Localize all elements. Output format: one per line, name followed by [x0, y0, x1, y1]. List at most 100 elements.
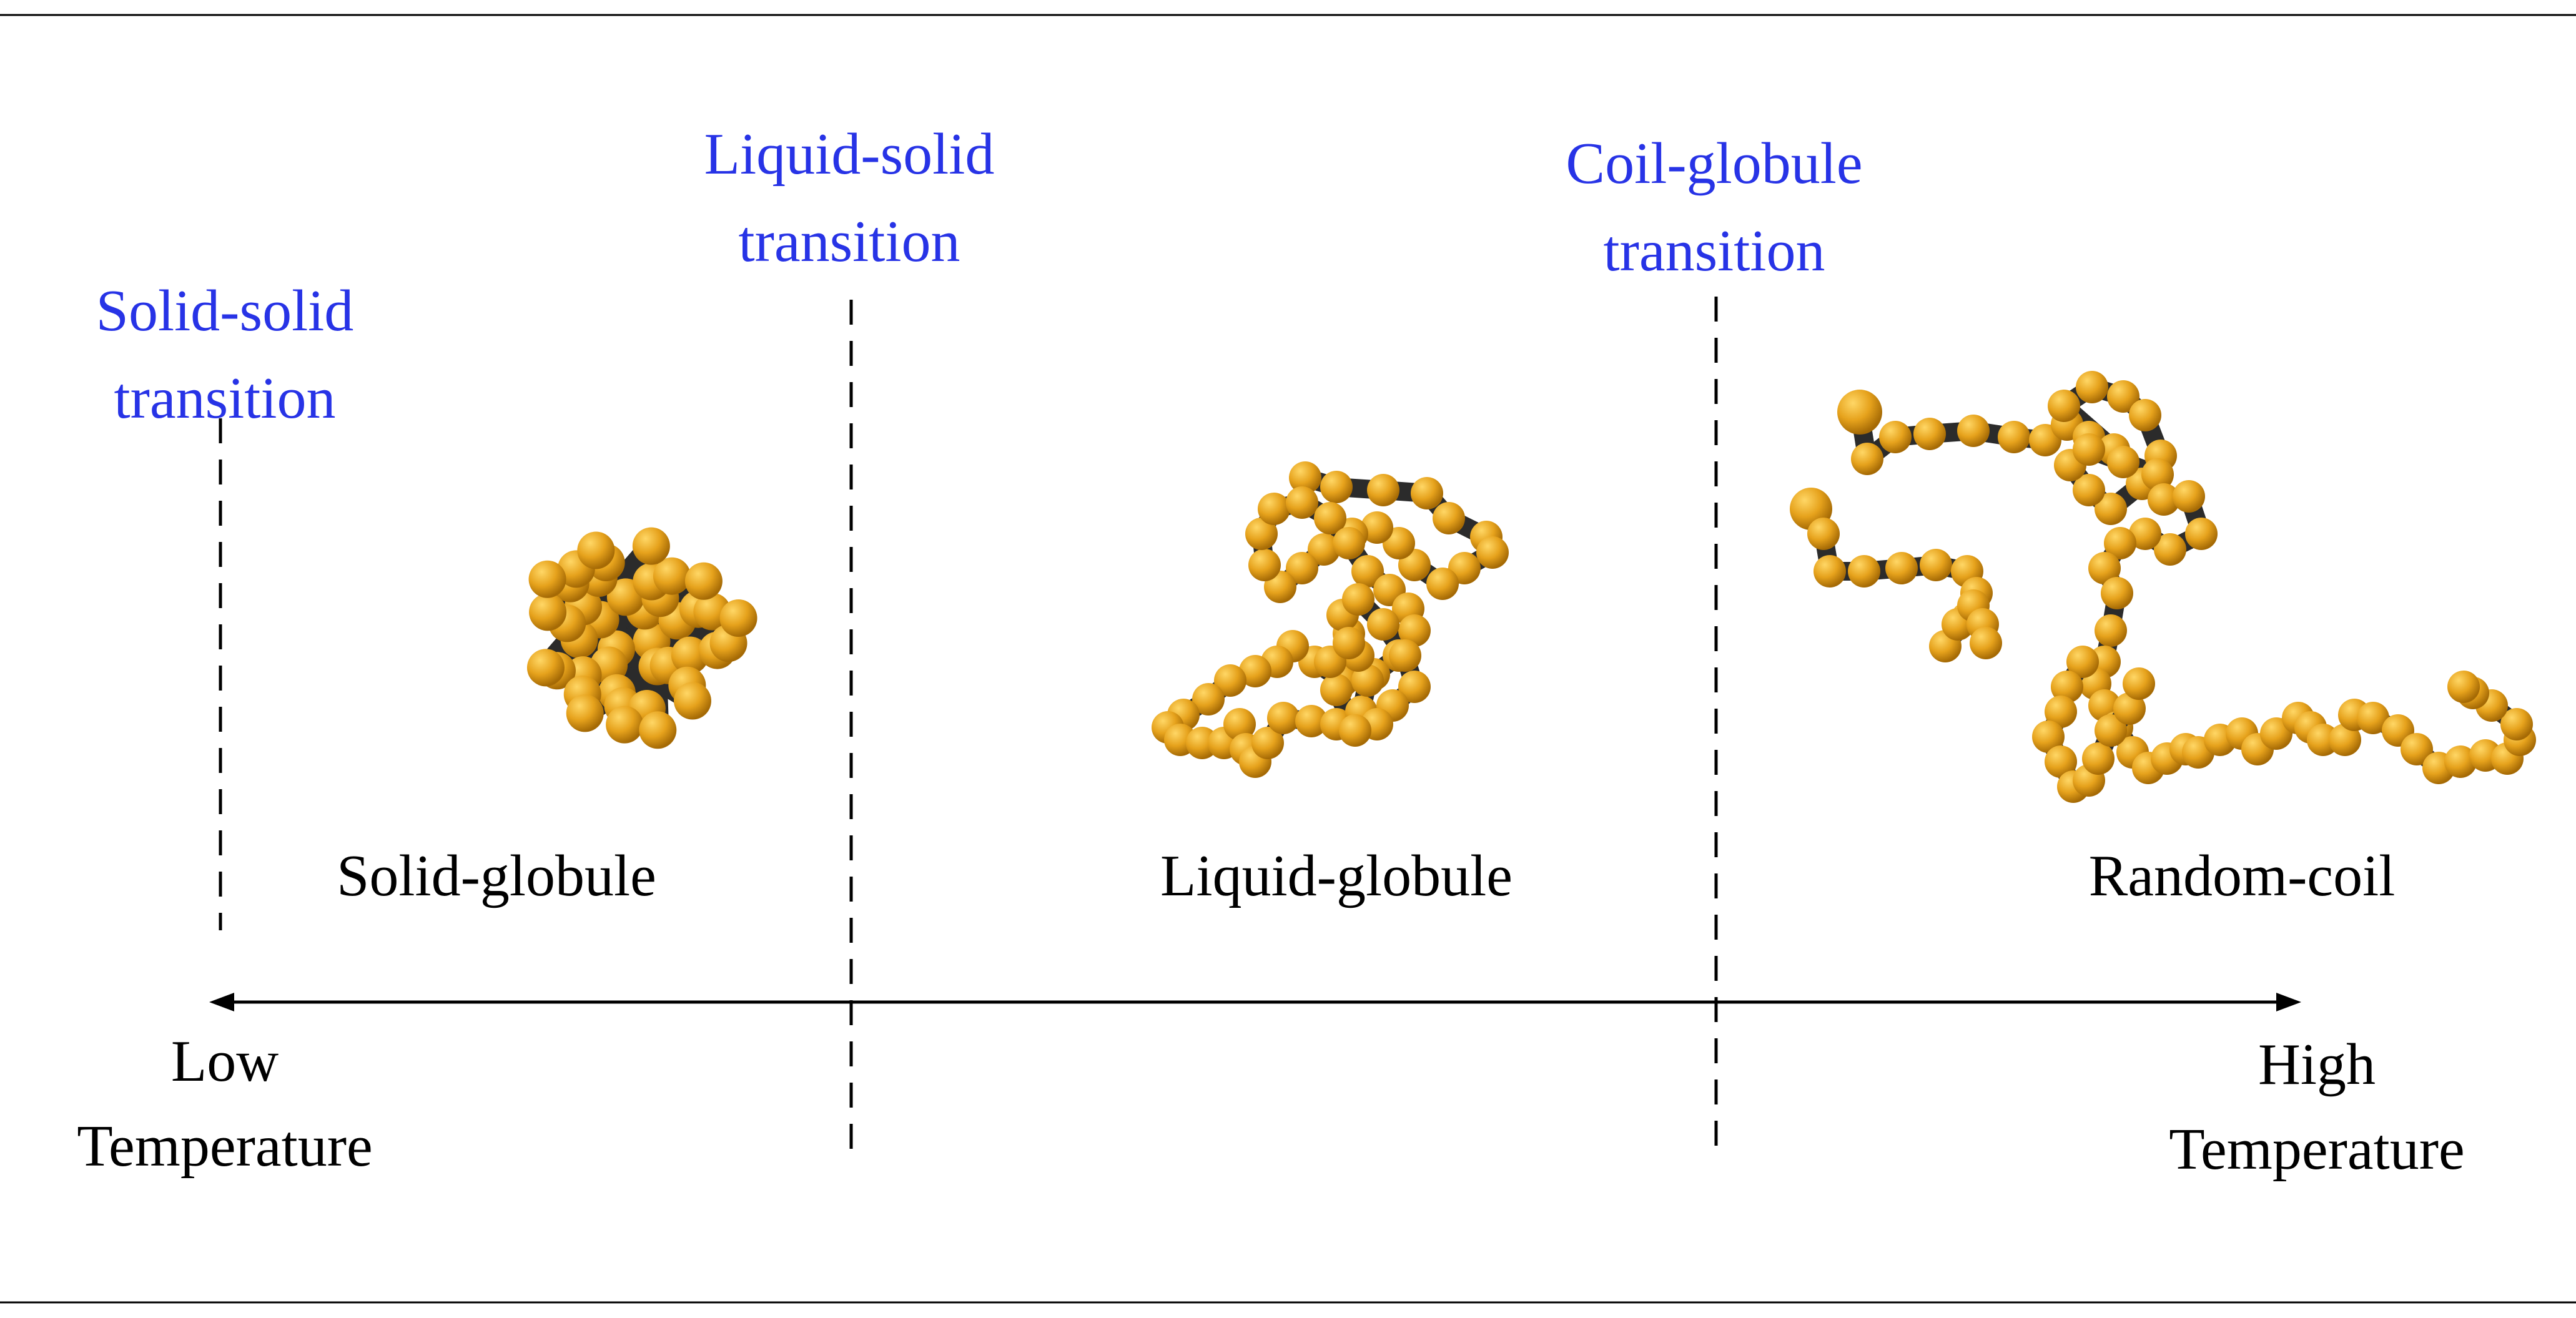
polymer-bead	[1426, 568, 1459, 600]
polymer-bead	[2148, 483, 2180, 516]
polymer-bead	[577, 531, 615, 569]
polymer-bead	[2095, 493, 2127, 525]
polymer-bead	[1398, 671, 1431, 703]
polymer-bead	[2357, 702, 2389, 734]
polymer-bead	[2045, 696, 2077, 728]
polymer-bead	[1351, 555, 1384, 588]
polymer-bead	[2048, 390, 2080, 422]
polymer-bead	[639, 711, 677, 749]
polymer-bead	[1320, 471, 1353, 503]
polymer-bead	[1433, 502, 1465, 534]
polymer-bead	[1308, 533, 1340, 566]
polymer-bead	[566, 694, 604, 732]
axis-left-arrowhead	[209, 993, 234, 1011]
polymer-bead	[1286, 552, 1318, 584]
temperature-axis	[209, 993, 2301, 1011]
polymer-bead	[1920, 549, 1952, 581]
polymer-bead	[2088, 552, 2121, 584]
polymer-bead	[2045, 745, 2077, 778]
polymer-bead	[2032, 720, 2065, 753]
polymer-bead	[1295, 705, 1328, 737]
solid-solid-transition-label: Solid-solid transition	[69, 267, 381, 442]
liquid-globule-polymer	[1152, 461, 1509, 778]
liquid-solid-line1: Liquid-solid	[704, 122, 995, 187]
solid-globule-polymer	[526, 527, 758, 749]
polymer-bead	[1361, 511, 1393, 544]
polymer-bead	[1251, 727, 1284, 759]
low-line2: Temperature	[77, 1114, 373, 1179]
polymer-bead	[2329, 724, 2361, 756]
polymer-bead	[1214, 664, 1246, 697]
polymer-bead	[2095, 714, 2127, 747]
solid-globule-label: Solid-globule	[337, 843, 656, 908]
low-temperature-label: Low Temperature	[50, 1019, 400, 1189]
polymer-bead	[1879, 421, 1912, 453]
polymer-bead	[1286, 486, 1318, 519]
polymer-bead	[2073, 474, 2105, 506]
polymer-bead	[2107, 380, 2139, 413]
polymer-bead	[1807, 518, 1840, 550]
polymer-bead	[606, 706, 644, 744]
coil-globule-line2: transition	[1603, 219, 1825, 283]
random-coil-label: Random-coil	[2088, 843, 2396, 908]
polymer-bead	[2113, 692, 2146, 725]
polymer-bead	[684, 562, 723, 600]
polymer-bead	[1913, 418, 1946, 450]
high-temperature-label: High Temperature	[2142, 1022, 2492, 1192]
polymer-bead	[673, 682, 711, 720]
polymer-bead	[2500, 708, 2533, 740]
liquid-solid-line2: transition	[738, 209, 960, 274]
polymer-bead	[528, 560, 566, 598]
polymer-bead	[2444, 745, 2477, 778]
polymer-bead	[1398, 614, 1431, 647]
polymer-bead	[1248, 549, 1281, 581]
random-coil-polymer	[1790, 371, 2536, 803]
coil-globule-transition-label: Coil-globule transition	[1558, 120, 1870, 295]
polymer-bead	[1192, 683, 1225, 716]
polymer-bead	[1239, 655, 1271, 687]
polymer-bead	[1957, 415, 1990, 447]
polymer-bead	[1333, 627, 1365, 659]
polymer-bead	[2082, 742, 2115, 775]
polymer-bead	[2073, 433, 2105, 466]
polymer-bead	[1885, 552, 1918, 584]
high-line2: Temperature	[2169, 1117, 2465, 1182]
polymer-bead	[1245, 518, 1278, 550]
polymer-bead	[2123, 667, 2155, 700]
polymer-bead	[1389, 639, 1421, 672]
polymer-bead	[2141, 458, 2174, 491]
polymer-bead	[1267, 702, 1300, 734]
polymer-bead	[1837, 390, 1882, 435]
high-line1: High	[2258, 1032, 2376, 1097]
polymer-bead	[1367, 608, 1399, 641]
polymer-bead	[1814, 555, 1846, 588]
polymer-bead	[529, 593, 567, 631]
polymer-bead	[1342, 583, 1374, 616]
polymer-bead	[1339, 714, 1371, 747]
polymer-bead	[1333, 527, 1365, 559]
coil-globule-line1: Coil-globule	[1566, 131, 1863, 196]
polymer-bead	[2129, 399, 2161, 431]
polymer-bead	[1258, 493, 1290, 525]
liquid-globule-label: Liquid-globule	[1160, 843, 1513, 908]
polymer-bead	[2173, 480, 2205, 513]
polymer-bead	[1851, 443, 1883, 475]
polymer-bead	[2076, 371, 2108, 403]
polymer-bead	[2101, 577, 2133, 609]
polymer-bead	[1970, 627, 2002, 659]
polymer-bead	[2185, 518, 2218, 550]
liquid-solid-transition-label: Liquid-solid transition	[693, 111, 1005, 285]
polymer-bead	[1351, 664, 1384, 697]
polymer-bead	[1476, 536, 1509, 569]
axis-right-arrowhead	[2276, 993, 2301, 1011]
polymer-bead	[1223, 708, 1256, 740]
polymer-bead	[1848, 555, 1880, 588]
polymer-bead	[2107, 446, 2139, 478]
polymer-bead	[1411, 477, 1443, 509]
polymer-bead	[2154, 533, 2186, 566]
polymer-bead	[2051, 671, 2083, 703]
polymer-bead	[653, 557, 691, 595]
polymer-bead	[2095, 614, 2127, 647]
